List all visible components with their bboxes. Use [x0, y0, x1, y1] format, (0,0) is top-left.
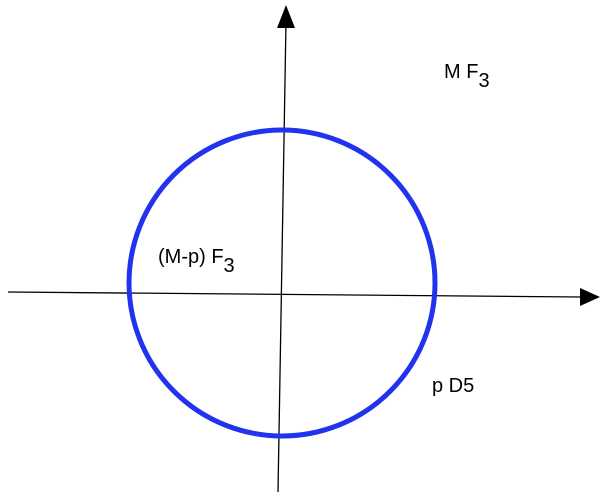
vertical-axis-arrowhead [277, 5, 295, 28]
label-m-f3-main: M F [444, 61, 478, 83]
label-p-d5: p D5 [432, 375, 474, 397]
label-m-minus-p-f3-main: (M-p) F [158, 246, 224, 268]
horizontal-axis-arrowhead [580, 288, 600, 306]
phase-boundary-circle [126, 127, 438, 439]
horizontal-axis [7, 291, 583, 298]
label-m-f3-subscript: 3 [478, 70, 489, 92]
label-m-f3: M F3 [444, 61, 490, 92]
label-m-minus-p-f3-subscript: 3 [224, 255, 235, 277]
vertical-axis [277, 21, 287, 493]
label-m-minus-p-f3: (M-p) F3 [158, 246, 235, 277]
